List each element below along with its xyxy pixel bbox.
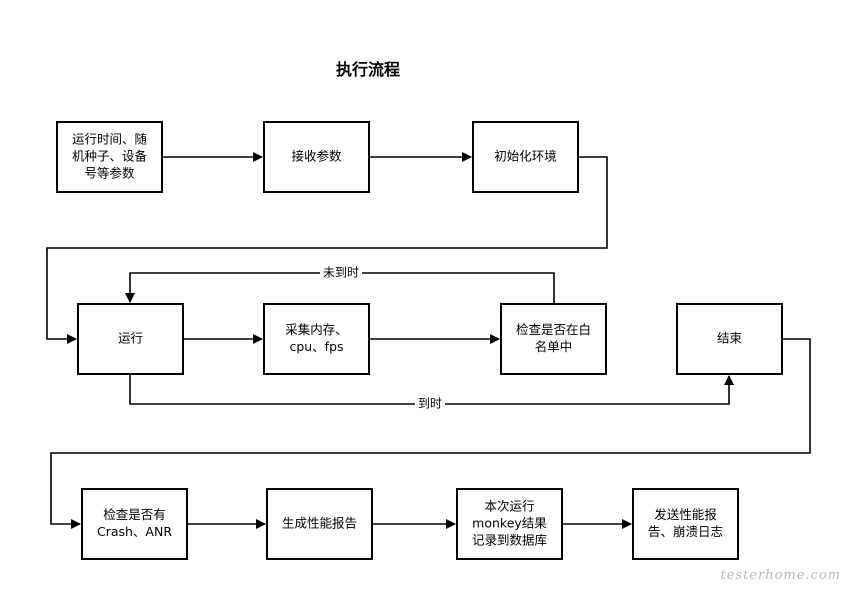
node-box-collect <box>263 303 370 375</box>
node-label-send: 发送性能报 <box>654 507 717 522</box>
node-collect: 采集内存、 cpu、fps <box>263 303 370 375</box>
edge-end-to-crash <box>50 338 811 529</box>
node-run: 运行 <box>77 303 184 375</box>
edge-label-background <box>320 265 362 281</box>
node-label-params: 号等参数 <box>84 166 135 181</box>
node-label-params: 机种子、设备 <box>72 149 148 164</box>
node-box-init <box>472 121 579 193</box>
node-box-whitelist <box>500 303 607 375</box>
node-label-init: 初始化环境 <box>494 149 557 164</box>
node-receive: 接收参数 <box>263 121 370 193</box>
node-init: 初始化环境 <box>472 121 579 193</box>
node-box-crash <box>81 488 188 560</box>
node-label-record: monkey结果 <box>472 516 547 531</box>
node-perf: 生成性能报告 <box>266 488 373 560</box>
node-label-perf: 生成性能报告 <box>282 516 357 531</box>
node-label-crash: 检查是否有 <box>103 507 166 522</box>
watermark-text: testerhome.com <box>720 568 841 583</box>
node-label-whitelist: 检查是否在白 <box>516 322 591 337</box>
node-label-run: 运行 <box>118 331 143 346</box>
edge-label-run-to-end: 到时 <box>418 397 442 411</box>
node-box-receive <box>263 121 370 193</box>
node-label-params: 运行时间、随 <box>72 132 148 147</box>
node-label-receive: 接收参数 <box>291 149 342 164</box>
node-box-perf <box>266 488 373 560</box>
node-box-record <box>456 488 563 560</box>
node-label-collect: cpu、fps <box>289 339 343 354</box>
diagram-title: 执行流程 <box>336 60 400 79</box>
node-box-send <box>632 488 739 560</box>
node-label-end: 结束 <box>717 331 743 346</box>
node-end: 结束 <box>676 303 783 375</box>
node-box-end <box>676 303 783 375</box>
edge-label-whitelist-to-run: 未到时 <box>323 266 359 280</box>
edge-init-to-run <box>46 156 608 344</box>
node-label-record: 本次运行 <box>484 499 534 514</box>
node-box-run <box>77 303 184 375</box>
node-label-collect: 采集内存、 <box>285 322 348 337</box>
node-label-send: 告、崩溃日志 <box>648 524 723 539</box>
node-label-record: 记录到数据库 <box>472 533 547 548</box>
node-label-crash: Crash、ANR <box>97 524 172 539</box>
edge-label-background <box>415 396 445 412</box>
node-crash: 检查是否有 Crash、ANR <box>81 488 188 560</box>
node-label-whitelist: 名单中 <box>535 339 573 354</box>
node-box-params <box>56 121 163 193</box>
